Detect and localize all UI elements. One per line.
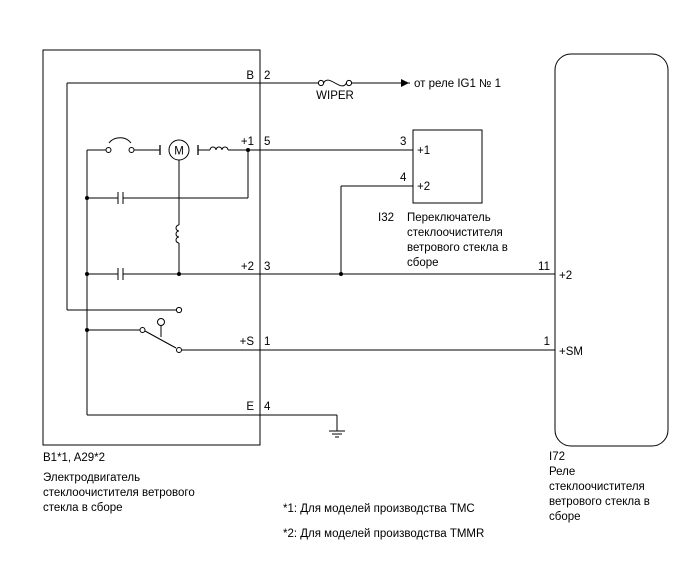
motor-name-line-1: Электродвигатель	[43, 472, 140, 484]
external-wires	[260, 149, 555, 431]
motor-label: M	[174, 146, 184, 158]
terminal-plus2-label: +2	[241, 261, 254, 273]
fuse-label: WIPER	[316, 90, 354, 102]
switch-pin-3: 3	[400, 136, 406, 148]
relay-pin-1: 1	[544, 336, 550, 348]
ground-icon	[329, 430, 345, 438]
footnote-2: *2: Для моделей производства TMMR	[283, 528, 484, 540]
terminal-e-label: E	[246, 401, 254, 413]
fuse-symbol	[317, 79, 353, 87]
motor-internal-circuit	[85, 137, 260, 416]
switch-name-line-1: Переключатель	[407, 212, 491, 224]
switch-name-line-4: сборе	[407, 257, 439, 269]
wiper-relay-box	[554, 53, 669, 447]
motor-name-line-2: стеклоочистителя ветрового	[43, 487, 195, 499]
terminal-plus-s-label: +S	[240, 336, 255, 348]
relay-name-line-2: стеклоочистителя	[549, 481, 645, 493]
motor-symbol: M	[168, 139, 190, 161]
switch-code: I32	[378, 212, 394, 224]
wiper-motor-box	[42, 49, 261, 446]
switch-pin-4: 4	[400, 172, 407, 184]
terminal-plus-s-pin: 1	[264, 336, 270, 348]
motor-name-line-3: стекла в сборе	[43, 502, 123, 514]
terminal-plus1-label: +1	[241, 136, 254, 148]
wiper-switch-box	[412, 129, 483, 204]
switch-name-line-2: стеклоочистителя	[407, 227, 503, 239]
terminal-e-pin: 4	[264, 401, 271, 413]
terminal-b-pin: 2	[264, 70, 270, 82]
relay-pin-1-label: +SM	[559, 346, 583, 358]
switch-name-line-3: ветрового стекла в	[407, 242, 508, 254]
switch-pin-4-label: +2	[417, 181, 430, 193]
terminal-plus1-pin: 5	[264, 136, 270, 148]
relay-name-line-3: ветрового стекла в	[549, 496, 650, 508]
switch-pin-3-label: +1	[417, 145, 430, 157]
power-source-label: от реле IG1 № 1	[414, 78, 501, 90]
relay-pin-11-label: +2	[559, 270, 572, 282]
wire-b-power	[66, 79, 410, 311]
terminal-plus2-pin: 3	[264, 261, 270, 273]
relay-name-line-1: Реле	[549, 466, 575, 478]
terminal-b-label: B	[246, 70, 254, 82]
internal-terminal	[175, 306, 183, 314]
relay-code: I72	[549, 451, 565, 463]
relay-name-line-4: сборе	[549, 511, 581, 523]
footnote-1: *1: Для моделей производства TMC	[283, 503, 475, 515]
relay-pin-11: 11	[538, 261, 550, 273]
motor-code: B1*1, A29*2	[43, 452, 105, 464]
